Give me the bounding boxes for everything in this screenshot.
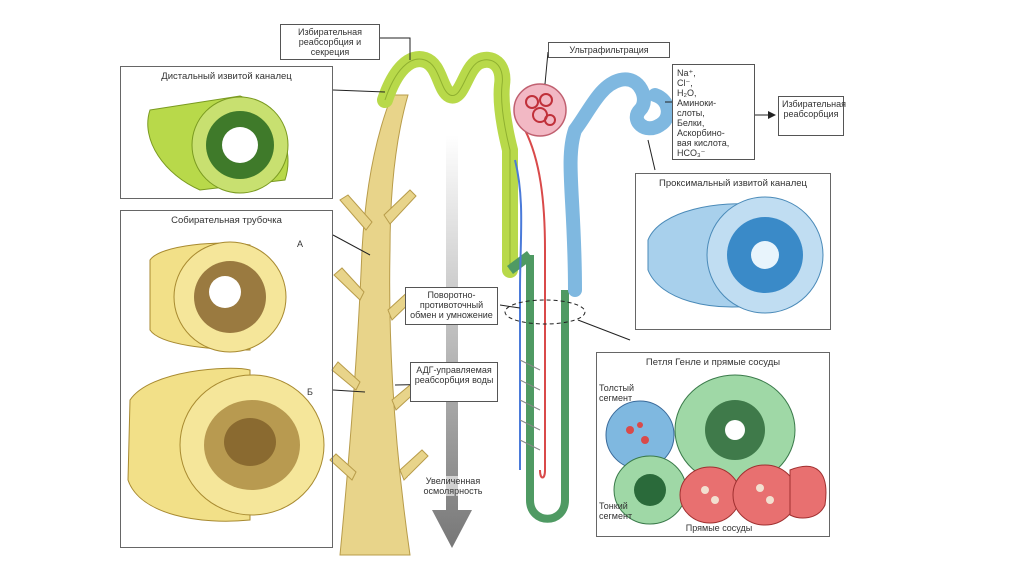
ion-ascorbic-2: вая кислота,: [677, 138, 730, 148]
proximal-tubule-panel: Проксимальный извитой каналец: [635, 173, 831, 330]
countercurrent-label: Поворотно-противоточный обмен и умножени…: [405, 287, 498, 325]
selective-reabsorption-label: Избирательная реабсорбция: [778, 96, 846, 136]
collecting-a-label: А: [297, 239, 304, 249]
ion-proteins: Белки,: [677, 118, 705, 128]
loop-of-henle: [507, 251, 569, 523]
thick-segment-label: Толстый сегмент: [599, 383, 634, 403]
ion-amino-1: Аминоки-: [677, 98, 717, 108]
ion-hco3: HCO₃⁻: [677, 148, 706, 158]
ion-na: Na⁺,: [677, 68, 696, 78]
ions-box: Na⁺, Cl⁻, H₂O, Аминоки- слоты, Белки, Ас…: [672, 64, 755, 160]
adh-reabsorption-label: АДГ-управляемая реабсорбция воды: [410, 362, 498, 402]
loop-of-henle-title: Петля Генле и прямые сосуды: [645, 357, 781, 368]
thin-segment-label: Тонкий сегмент: [599, 501, 633, 521]
proximal-tubule-title: Проксимальный извитой каналец: [659, 178, 807, 189]
collecting-b-cross-section: [127, 367, 325, 522]
collecting-duct-title: Собирательная трубочка: [171, 215, 282, 226]
selective-reabsorption-secretion-label: Избирательная реабсорбция и секреция: [280, 24, 380, 60]
collecting-duct-panel: Собирательная трубочка А Б: [120, 210, 333, 548]
distal-tubule: [377, 51, 518, 278]
glomerulus: [513, 83, 567, 137]
distal-tubule-title: Дистальный извитой каналец: [161, 71, 292, 82]
ultrafiltration-label: Ультрафильтрация: [548, 42, 670, 58]
increased-osmolarity-label: Увеличенная осмолярность: [408, 476, 498, 496]
ion-amino-2: слоты,: [677, 108, 705, 118]
blood-vessels: [514, 129, 546, 479]
collecting-b-label: Б: [307, 387, 313, 397]
ion-h2o: H₂O,: [677, 88, 697, 98]
countercurrent-marker: [504, 299, 586, 325]
leader-lines: [332, 37, 768, 393]
ion-ascorbic-1: Аскорбино-: [677, 128, 725, 138]
collecting-a-cross-section: [149, 241, 287, 353]
vasa-recta-label: Прямые сосуды: [685, 523, 753, 533]
loop-of-henle-panel: Петля Генле и прямые сосуды Толстый сегм…: [596, 352, 830, 537]
distal-tubule-panel: Дистальный извитой каналец: [120, 66, 333, 199]
proximal-tubule: [563, 72, 675, 297]
ion-cl: Cl⁻,: [677, 78, 693, 88]
proximal-cross-section: [647, 196, 824, 314]
loop-cross-sections: [605, 374, 827, 526]
osmolarity-arrow: [432, 135, 472, 548]
distal-cross-section: [147, 95, 289, 194]
